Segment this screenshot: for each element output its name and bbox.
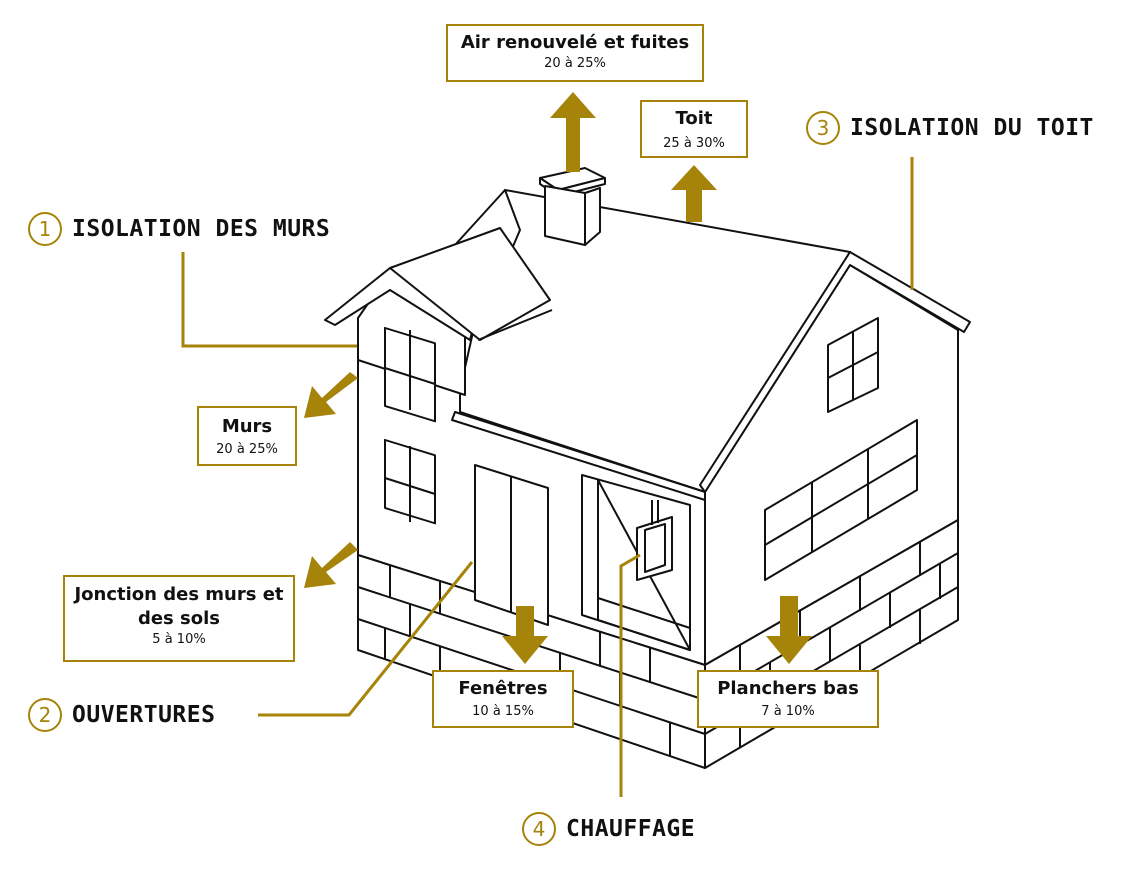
dormer-roof-side: [389, 227, 551, 341]
loss-percent: 7 à 10%: [761, 704, 815, 719]
loss-box-roof: Toit 25 à 30%: [640, 100, 748, 158]
arrow-walls-icon: [304, 372, 358, 418]
arrow-air-icon: [550, 92, 596, 172]
category-walls: 1 ISOLATION DES MURS: [28, 212, 330, 246]
category-label: ISOLATION DES MURS: [72, 216, 331, 242]
arrow-junction-icon: [304, 542, 358, 588]
chimney-body: [544, 185, 586, 246]
heat-loss-arrows: [304, 92, 812, 664]
category-number: 4: [522, 812, 556, 846]
loss-percent: 25 à 30%: [663, 136, 725, 151]
category-openings: 2 OUVERTURES: [28, 698, 215, 732]
arrow-roof-icon: [671, 165, 717, 222]
loss-title: Jonction des murs et des sols: [74, 584, 284, 629]
loss-title: Toit: [675, 108, 713, 129]
loss-box-windows: Fenêtres 10 à 15%: [432, 670, 574, 728]
category-label: ISOLATION DU TOIT: [850, 115, 1094, 141]
category-number: 3: [806, 111, 840, 145]
loss-box-junction: Jonction des murs et des sols 5 à 10%: [63, 575, 295, 662]
loss-box-walls: Murs 20 à 25%: [197, 406, 297, 466]
loss-title: Planchers bas: [717, 678, 859, 699]
category-label: CHAUFFAGE: [566, 816, 696, 842]
loss-percent: 10 à 15%: [472, 704, 534, 719]
arrow-windows-icon: [502, 606, 548, 664]
category-number: 1: [28, 212, 62, 246]
leader-openings: [258, 561, 474, 717]
loss-title: Air renouvelé et fuites: [460, 32, 690, 53]
arrow-floors-icon: [766, 596, 812, 664]
loss-box-air: Air renouvelé et fuites 20 à 25%: [446, 24, 704, 82]
leader-heating: [619, 553, 641, 797]
gable-eave: [699, 251, 971, 493]
loss-percent: 20 à 25%: [216, 442, 278, 457]
category-label: OUVERTURES: [72, 702, 216, 728]
roof-edge: [451, 411, 706, 501]
loss-percent: 20 à 25%: [544, 56, 606, 71]
loss-percent: 5 à 10%: [152, 632, 206, 647]
loss-title: Murs: [221, 416, 273, 437]
leader-walls: [181, 252, 357, 348]
category-roof: 3 ISOLATION DU TOIT: [806, 111, 1094, 145]
category-number: 2: [28, 698, 62, 732]
category-heating: 4 CHAUFFAGE: [522, 812, 695, 846]
loss-box-floors: Planchers bas 7 à 10%: [697, 670, 879, 728]
loss-title: Fenêtres: [458, 678, 548, 699]
